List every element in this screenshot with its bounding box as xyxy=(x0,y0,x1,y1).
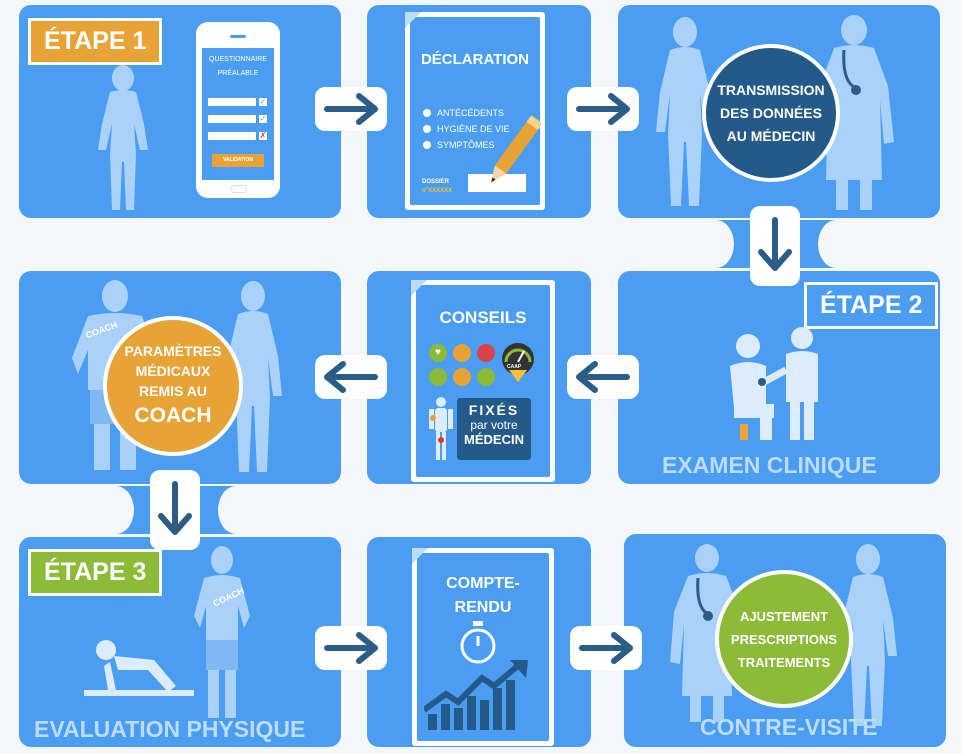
declaration-item: ANTÉCÉDENTS xyxy=(423,108,510,118)
evaluation-physique-caption: EVALUATION PHYSIQUE xyxy=(34,716,306,742)
ear-icon xyxy=(477,368,495,386)
exercise-figure-icon xyxy=(84,640,194,696)
compte-rendu-title: COMPTE- RENDU xyxy=(446,575,520,616)
gauge-label: CAAP xyxy=(507,364,522,370)
check-icon: ✓ xyxy=(259,114,267,123)
right-arrow-icon xyxy=(324,93,378,125)
compte-rendu-document: COMPTE- RENDU xyxy=(412,548,554,746)
transmission-circle: TRANSMISSION DES DONNÉES AU MÉDECIN xyxy=(702,44,840,182)
left-arrow-icon xyxy=(324,361,378,393)
examen-clinique-caption: EXAMEN CLINIQUE xyxy=(662,452,877,478)
down-arrow-box xyxy=(150,470,200,550)
validation-button[interactable]: VALIDATION xyxy=(212,154,264,167)
patient-silhouette xyxy=(224,281,282,472)
body-icon xyxy=(477,344,495,362)
right-arrow-icon xyxy=(576,93,630,125)
check-icon: ✓ xyxy=(259,97,267,106)
declaration-item: HYGIÈNE DE VIE xyxy=(423,124,510,134)
stopwatch-icon xyxy=(460,621,496,664)
right-arrow-box xyxy=(570,626,642,670)
left-arrow-icon xyxy=(576,361,630,393)
right-arrow-icon xyxy=(324,632,378,664)
dossier-number: n°XXXXXX xyxy=(422,188,453,194)
patient-silhouette xyxy=(98,65,148,210)
body-figure-icon xyxy=(429,397,453,460)
left-arrow-box xyxy=(315,355,387,399)
dossier-label: DOSSIER xyxy=(422,179,450,185)
declaration-item: SYMPTÔMES xyxy=(423,140,510,150)
coach-silhouette xyxy=(194,546,250,718)
phone-title-line1: QUESTIONNAIRE xyxy=(209,56,267,63)
down-arrow-icon xyxy=(758,217,792,271)
contre-visite-caption: CONTRE-VISITE xyxy=(700,714,878,740)
down-arrow-icon xyxy=(158,481,192,535)
coach-parameters-circle: PARAMÈTRES MÉDICAUX REMIS AU COACH xyxy=(103,316,243,456)
conseils-document: CONSEILS ♥ CAAP FIXÉS par votre MÉDECIN xyxy=(411,280,555,482)
contre-visite-circle: Ajustement PRESCRIPTIONS TRAITEMENTS xyxy=(715,570,853,708)
right-arrow-icon xyxy=(579,632,633,664)
lungs-icon xyxy=(453,344,471,362)
left-arrow-box xyxy=(567,355,639,399)
declaration-title: DÉCLARATION xyxy=(420,51,530,68)
patient-silhouette xyxy=(656,17,714,206)
down-arrow-box xyxy=(750,206,800,286)
phone-mockup: QUESTIONNAIRE PRÉALABLE ✓ ✓ ✗ VALIDATION xyxy=(196,22,280,198)
brain-icon xyxy=(429,368,447,386)
patient-silhouette xyxy=(839,544,897,726)
phone-title-line2: PRÉALABLE xyxy=(217,70,259,77)
heart-icon: ♥ xyxy=(429,344,447,362)
right-arrow-box xyxy=(567,87,639,131)
gauge-icon xyxy=(502,343,534,382)
declaration-document: DÉCLARATION ANTÉCÉDENTS HYGIÈNE DE VIE S… xyxy=(405,12,545,210)
fixes-box: FIXÉS par votre MÉDECIN xyxy=(457,398,531,460)
doctor-silhouette xyxy=(814,15,894,210)
step-badge: ÉTAPE 3 xyxy=(28,549,163,596)
doctor-patient-icon xyxy=(730,327,818,440)
cross-icon: ✗ xyxy=(259,131,267,140)
step-badge: ÉTAPE 2 xyxy=(804,282,939,329)
conseils-title: CONSEILS xyxy=(439,308,527,327)
kidney-icon xyxy=(453,368,471,386)
pencil-icon xyxy=(491,115,541,183)
step-badge: ÉTAPE 1 xyxy=(28,18,163,65)
growth-chart-icon xyxy=(424,660,528,730)
right-arrow-box xyxy=(315,626,387,670)
right-arrow-box xyxy=(315,87,387,131)
